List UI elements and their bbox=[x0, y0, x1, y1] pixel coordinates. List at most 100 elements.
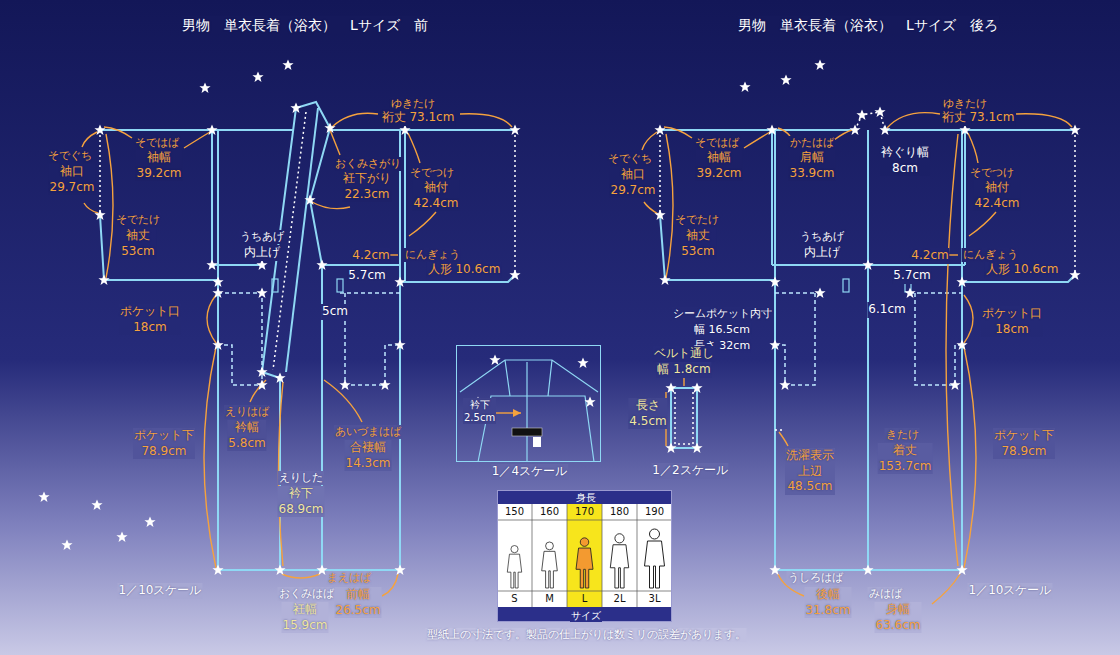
dimension-label-box: 長さ 4.5cm bbox=[628, 398, 667, 429]
scale-inset: 衿下 2.5cm1／4スケール bbox=[456, 345, 601, 462]
dimension-label-box: ポケット口 18cm bbox=[119, 304, 181, 335]
star-decorations bbox=[38, 59, 1080, 575]
table-cell-box: 3L bbox=[648, 592, 662, 605]
dimension-label-box: 1／2スケール bbox=[651, 463, 728, 479]
dimension-label-box: 袖丈 53cm bbox=[120, 228, 156, 259]
star bbox=[509, 124, 520, 135]
dimension-label-box: かたはば bbox=[789, 136, 835, 150]
star bbox=[212, 339, 223, 350]
star bbox=[904, 287, 915, 298]
dimension-label: 衿下 68.9cm bbox=[278, 486, 325, 517]
dimension-label-box: そでぐち bbox=[47, 149, 93, 163]
dimension-label-box: えりはば bbox=[224, 405, 270, 419]
dimension-label: そではば bbox=[694, 136, 740, 150]
quarter-scale-inset bbox=[460, 360, 598, 462]
dimension-label-box: えりした bbox=[278, 471, 324, 485]
star bbox=[394, 339, 405, 350]
dimension-label-box: ポケット口 18cm bbox=[981, 306, 1043, 337]
dimension-label: 6.1cm bbox=[867, 302, 906, 318]
dimension-label: 内上げ bbox=[243, 245, 281, 261]
front-garment bbox=[100, 102, 515, 570]
dimension-label: 衽幅 15.9cm bbox=[282, 602, 329, 633]
dimension-label: 袖口 29.7cm bbox=[610, 167, 657, 198]
belt-loop bbox=[666, 378, 697, 448]
dimension-label: そではば bbox=[134, 136, 180, 150]
star bbox=[956, 276, 967, 287]
dimension-label-box: まえはば bbox=[326, 571, 372, 585]
dimension-label-box: 1／10スケール bbox=[968, 583, 1053, 599]
dimension-label: にんぎょう bbox=[404, 248, 461, 262]
star bbox=[489, 354, 500, 365]
dimension-label: 裄丈 73.1cm bbox=[381, 110, 456, 126]
back-leaders bbox=[642, 113, 1072, 604]
star bbox=[212, 564, 223, 575]
star bbox=[814, 59, 825, 70]
dimension-label-box: 内上げ bbox=[803, 245, 841, 261]
dimension-label: 衿幅 5.8cm bbox=[227, 420, 266, 451]
table-cell-box: M bbox=[544, 592, 555, 605]
dimension-label: えりした bbox=[278, 471, 324, 485]
dimension-label: 幅 16.5cm bbox=[693, 323, 751, 337]
dimension-label-box: 5.7cm bbox=[347, 268, 386, 284]
dimension-label: ポケット口 18cm bbox=[119, 304, 181, 335]
star bbox=[874, 106, 885, 117]
dimension-label-box: にんぎょう bbox=[404, 248, 461, 262]
dimension-label-box: ポケット下 78.9cm bbox=[133, 428, 195, 459]
dimension-label-box: そでたけ bbox=[115, 213, 161, 227]
star bbox=[956, 564, 967, 575]
dimension-label-box: 裄丈 73.1cm bbox=[381, 110, 456, 126]
star bbox=[1069, 124, 1080, 135]
size-table-text: サイズ bbox=[570, 609, 602, 622]
dimension-label: 袖丈 53cm bbox=[120, 228, 156, 259]
dimension-label: ポケット下 78.9cm bbox=[993, 428, 1055, 459]
star bbox=[879, 124, 890, 135]
dimension-label-box: 袖丈 53cm bbox=[680, 228, 716, 259]
star bbox=[212, 287, 223, 298]
dimension-label: そでつけ bbox=[969, 166, 1015, 180]
table-cell-box: 2L bbox=[613, 592, 627, 605]
dimension-label: 袖口 29.7cm bbox=[49, 164, 96, 195]
dimension-label-box: みはば bbox=[868, 587, 903, 601]
dimension-label: 袖幅 39.2cm bbox=[136, 150, 183, 181]
star bbox=[252, 71, 263, 82]
star bbox=[956, 339, 967, 350]
star bbox=[584, 396, 595, 407]
table-cell-box: L bbox=[581, 592, 589, 605]
dimension-label-box: 幅 1.8cm bbox=[656, 362, 711, 378]
dimension-label-box: シームポケット内寸 bbox=[672, 307, 773, 321]
star bbox=[654, 209, 665, 220]
star bbox=[38, 491, 49, 502]
table-cell: 170 bbox=[574, 505, 595, 518]
star bbox=[691, 442, 702, 453]
star bbox=[94, 209, 105, 220]
dimension-label-box: 袖幅 39.2cm bbox=[696, 150, 743, 181]
dimension-label: そでぐち bbox=[47, 149, 93, 163]
dimension-label-box: 着丈 153.7cm bbox=[878, 443, 933, 474]
dimension-label-box: 衿幅 5.8cm bbox=[227, 420, 266, 451]
dimension-label-box: おくみはば bbox=[278, 587, 335, 601]
dimension-label-box: 前幅 26.5cm bbox=[335, 587, 382, 618]
dimension-label-box: 袖口 29.7cm bbox=[49, 164, 96, 195]
table-cell: 160 bbox=[539, 505, 560, 518]
dimension-label-box: 袖口 29.7cm bbox=[610, 167, 657, 198]
star bbox=[199, 82, 210, 93]
star bbox=[394, 564, 405, 575]
table-cell: L bbox=[581, 592, 589, 605]
star bbox=[769, 276, 780, 287]
dimension-label: あいづまはば bbox=[334, 425, 402, 439]
star bbox=[256, 259, 267, 270]
back-garment bbox=[660, 112, 1075, 570]
dimension-label: 5.7cm bbox=[892, 268, 931, 284]
size-table-text-box: サイズ bbox=[570, 609, 602, 622]
star bbox=[856, 109, 867, 120]
star bbox=[290, 102, 301, 113]
dimension-label: 1／2スケール bbox=[651, 463, 728, 479]
dimension-label-box: にんぎょう bbox=[962, 248, 1019, 262]
dimension-label: ポケット口 18cm bbox=[981, 306, 1043, 337]
star bbox=[256, 379, 267, 390]
dimension-label: 4.2cm bbox=[351, 248, 390, 264]
dimension-label: 身幅 63.6cm bbox=[875, 602, 922, 633]
star bbox=[324, 122, 335, 133]
caption-note: 型紙上の寸法です。製品の仕上がりは数ミリの誤差があります。 bbox=[426, 628, 747, 642]
